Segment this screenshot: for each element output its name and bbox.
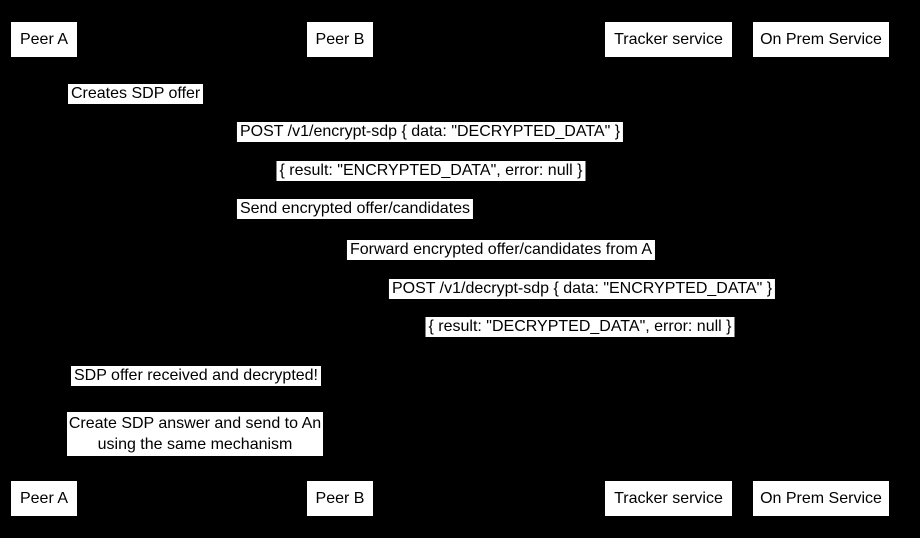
message-label-creates-sdp-offer: Creates SDP offer	[68, 84, 204, 104]
participant-label: On Prem Service	[760, 30, 882, 48]
participant-label: On Prem Service	[760, 489, 882, 507]
participant-box-on-prem-service-bottom: On Prem Service	[753, 481, 889, 516]
participant-label: Peer B	[315, 30, 365, 48]
participant-box-peer-b-bottom: Peer B	[307, 481, 373, 516]
note-line-2: using the same mechanism	[97, 436, 293, 453]
participant-box-on-prem-service-top: On Prem Service	[753, 22, 889, 57]
message-label-send-encrypted-offer: Send encrypted offer/candidates	[236, 199, 474, 219]
participant-box-tracker-service-bottom: Tracker service	[605, 481, 732, 516]
participant-label: Peer A	[19, 489, 69, 507]
note-create-sdp-answer: Create SDP answer and send to An using t…	[67, 412, 323, 456]
participant-label: Tracker service	[614, 30, 723, 48]
participant-box-peer-a-bottom: Peer A	[11, 481, 77, 516]
message-label-sdp-offer-received: SDP offer received and decrypted!	[71, 366, 321, 386]
participant-box-peer-a-top: Peer A	[11, 22, 77, 57]
participant-label: Peer B	[315, 489, 365, 507]
note-line-1: Create SDP answer and send to An	[68, 415, 322, 432]
message-label-encrypt-result: { result: "ENCRYPTED_DATA", error: null …	[276, 161, 586, 181]
participant-label: Peer A	[19, 30, 69, 48]
participant-label: Tracker service	[614, 489, 723, 507]
participant-box-tracker-service-top: Tracker service	[605, 22, 732, 57]
message-label-post-encrypt-sdp: POST /v1/encrypt-sdp { data: "DECRYPTED_…	[236, 122, 624, 142]
message-label-forward-encrypted-offer: Forward encrypted offer/candidates from …	[346, 240, 656, 260]
message-label-decrypt-result: { result: "DECRYPTED_DATA", error: null …	[425, 317, 735, 337]
participant-box-peer-b-top: Peer B	[307, 22, 373, 57]
message-label-post-decrypt-sdp: POST /v1/decrypt-sdp { data: "ENCRYPTED_…	[388, 279, 776, 299]
